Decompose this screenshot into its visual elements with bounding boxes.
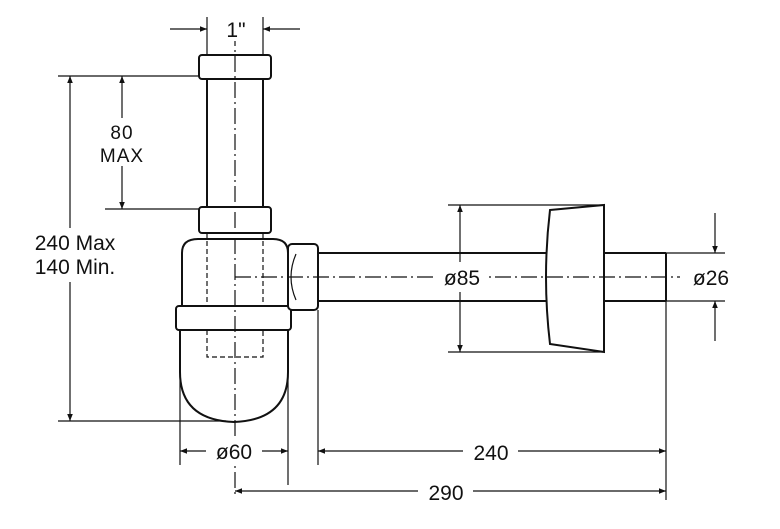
dim-total-height: 240 Max 140 Min. [20, 76, 132, 421]
inlet-thread-label: 1" [226, 19, 245, 42]
dim-rosette-diameter: ø85 [433, 205, 489, 352]
outlet-length-label: 240 [473, 442, 508, 465]
height-min-label: 140 Min. [35, 256, 116, 279]
outlet-diameter-label: ø26 [693, 267, 729, 290]
total-length-label: 290 [428, 482, 463, 505]
bottle-ring [175, 305, 292, 331]
dim-trap-diameter: ø60 [180, 438, 288, 464]
extension-lines [58, 17, 725, 500]
dim-outlet-diameter: ø26 [682, 213, 740, 341]
dim-inlet-thread: 1" [170, 13, 300, 42]
bottle-cup [179, 329, 289, 424]
trap-body [175, 54, 319, 424]
extension-max-value: 80 [110, 123, 133, 144]
extension-max-label: MAX [100, 146, 144, 167]
dim-outlet-length: 240 [318, 438, 666, 465]
height-max-label: 240 Max [35, 232, 116, 255]
dim-total-length: 290 [235, 478, 666, 505]
rosette-diameter-label: ø85 [444, 267, 480, 290]
trap-diameter-label: ø60 [216, 441, 252, 464]
wall-rosette [545, 203, 605, 354]
dim-extension-max: 80 MAX [92, 76, 152, 209]
